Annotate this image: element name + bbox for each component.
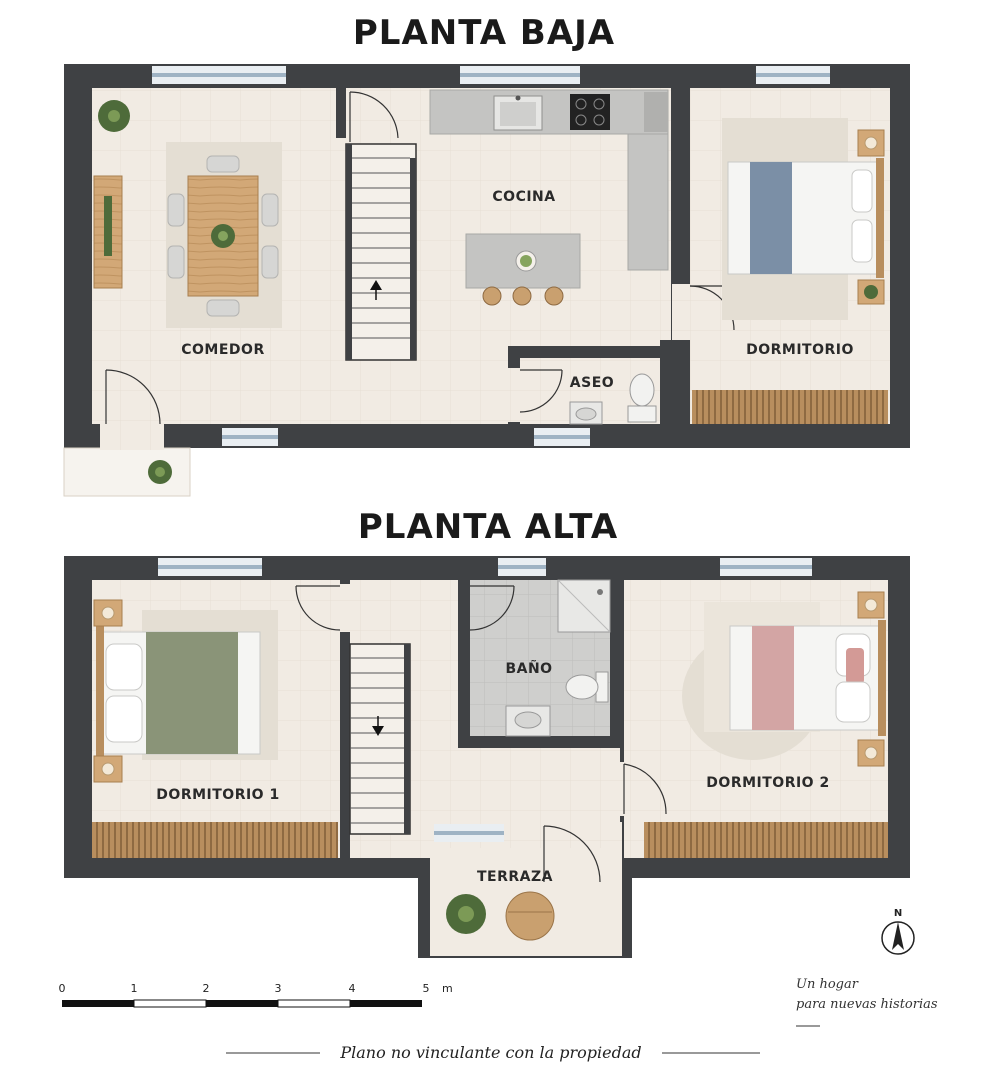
room-label-bedroom1: DORMITORIO 1: [156, 787, 279, 803]
terrace-door[interactable]: [543, 825, 601, 883]
tagline-line2: para nuevas historias: [796, 997, 938, 1012]
bedroom2-door[interactable]: [610, 762, 667, 816]
plant-icon: [98, 100, 130, 132]
dining-table: [187, 175, 259, 297]
plant-icon: [857, 279, 885, 305]
kitchen-island: [465, 233, 581, 289]
sideboard: [93, 175, 123, 289]
nightstand-lamp-icon: [93, 599, 123, 627]
room-label-bedroom2: DORMITORIO 2: [706, 775, 829, 791]
plant-icon: [148, 460, 172, 484]
room-label-bedroom: DORMITORIO: [746, 342, 854, 358]
entry-door[interactable]: [105, 369, 161, 425]
disclaimer-text: Plano no vinculante con la propiedad: [339, 1043, 641, 1062]
scale-tick-3: 3: [275, 982, 282, 995]
nightstand-lamp-icon: [857, 591, 885, 619]
window: [498, 558, 546, 576]
window: [460, 66, 580, 84]
scale-tick-4: 4: [349, 982, 356, 995]
nightstand-lamp-icon: [857, 739, 885, 767]
window: [434, 824, 504, 842]
bathroom-door[interactable]: [469, 585, 515, 631]
window: [534, 428, 590, 446]
scale-tick-2: 2: [203, 982, 210, 995]
ground-floor-title: PLANTA BAJA: [353, 13, 615, 53]
wardrobe: [92, 822, 338, 858]
window: [152, 66, 286, 84]
chair: [167, 155, 279, 317]
plant-icon: [446, 894, 486, 934]
nightstand-lamp-icon: [857, 129, 885, 157]
north-arrow-icon: N: [881, 908, 915, 955]
upper-floor-title: PLANTA ALTA: [358, 507, 618, 547]
bed: [729, 620, 886, 736]
shower-icon: [557, 579, 611, 633]
room-label-dining: COMEDOR: [181, 342, 264, 358]
round-table: [505, 891, 555, 941]
staircase: [349, 643, 411, 835]
upper-floor-plan: DORMITORIO 1 BAÑO DORMITORIO 2 TERRAZA: [64, 556, 910, 958]
bed: [727, 158, 884, 278]
sink-icon: [493, 95, 543, 131]
nightstand-lamp-icon: [93, 755, 123, 783]
wardrobe: [692, 390, 888, 424]
room-label-bathroom: BAÑO: [505, 660, 552, 677]
wardrobe: [644, 822, 888, 858]
staircase: [345, 143, 417, 361]
scale-bar: 0 1 2 3 4 5 m: [59, 982, 453, 1008]
room-label-toilet: ASEO: [570, 375, 614, 391]
ground-floor-plan: COMEDOR COCINA ASEO DORMITORIO: [63, 64, 910, 497]
window: [756, 66, 830, 84]
scale-tick-0: 0: [59, 982, 66, 995]
window: [222, 428, 278, 446]
room-label-kitchen: COCINA: [492, 189, 555, 205]
north-label: N: [894, 908, 902, 919]
kitchen-counter: [429, 89, 669, 271]
toilet-icon: [627, 373, 657, 423]
scale-tick-1: 1: [131, 982, 138, 995]
room-label-terrace: TERRAZA: [477, 869, 553, 885]
washbasin-icon: [505, 705, 551, 737]
window: [720, 558, 812, 576]
tagline-line1: Un hogar: [796, 977, 859, 992]
cooktop-icon: [570, 94, 610, 130]
window: [158, 558, 262, 576]
scale-tick-5: 5: [423, 982, 430, 995]
toilet-door[interactable]: [508, 368, 563, 422]
washbasin-icon: [569, 401, 603, 425]
stair-down-arrow-icon: [372, 726, 384, 736]
scale-unit: m: [442, 982, 453, 995]
bed: [96, 626, 261, 758]
bedroom1-door[interactable]: [295, 584, 350, 632]
stool: [482, 286, 564, 306]
toilet-icon: [565, 671, 609, 703]
stair-up-arrow-icon: [370, 280, 382, 290]
stair-door[interactable]: [349, 91, 399, 142]
